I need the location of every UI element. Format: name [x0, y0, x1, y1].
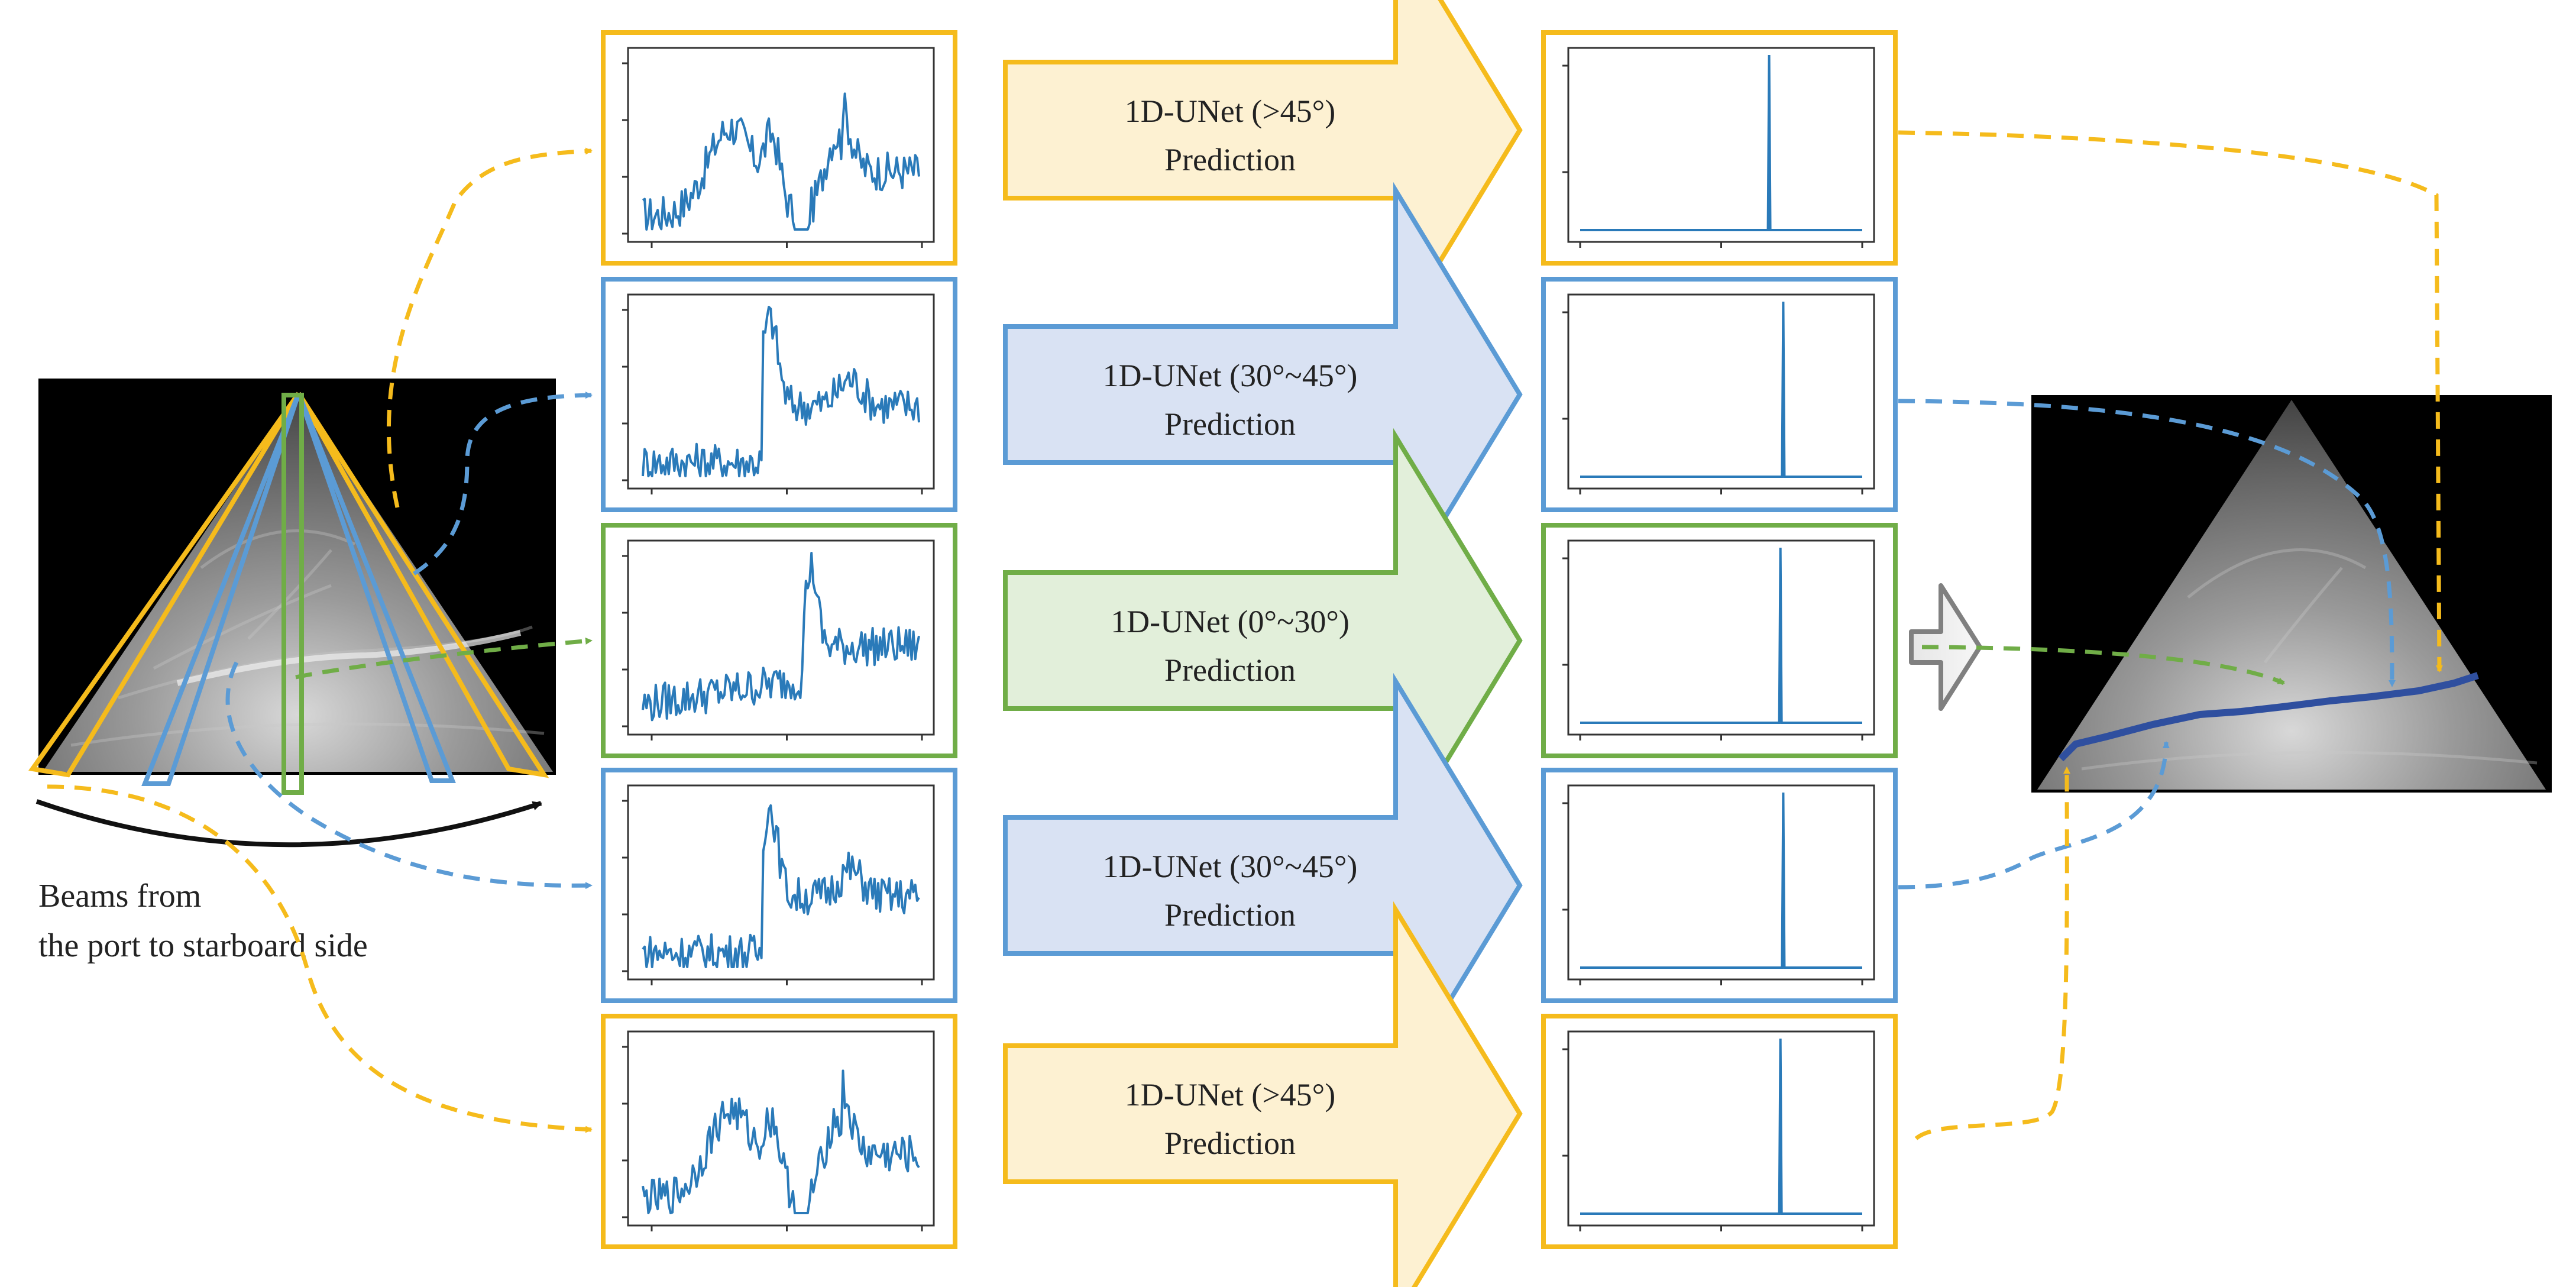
prediction-label: Prediction	[1164, 897, 1296, 933]
input-sonar-image	[28, 379, 556, 848]
input-sonar-fan	[43, 393, 553, 772]
input-plot-axes	[627, 1030, 935, 1227]
output-prediction-line	[1580, 301, 1862, 478]
caption-line-1: Beams from	[38, 878, 201, 914]
prediction-label: Prediction	[1164, 1126, 1296, 1161]
input-signal-line	[642, 1069, 920, 1214]
output-plot-frame	[1541, 1014, 1898, 1249]
model-arrow-mid	[1003, 182, 1523, 607]
connector-port-30-45-in	[413, 392, 593, 575]
input-plot-axes	[627, 293, 935, 490]
beam-outline-port-30-45	[141, 392, 301, 786]
input-signal-line	[642, 92, 920, 231]
model-arrow-gt45	[1003, 901, 1523, 1287]
output-plot-frame	[1541, 768, 1898, 1003]
model-label: 1D-UNet (0°~30°)	[1111, 604, 1350, 639]
output-plot-frame	[1541, 523, 1898, 758]
row-r4: 1D-UNet (30°~45°) Prediction	[601, 672, 1898, 1098]
output-prediction-line	[1580, 792, 1862, 969]
model-label: 1D-UNet (>45°)	[1125, 1077, 1335, 1113]
model-label: 1D-UNet (30°~45°)	[1103, 849, 1358, 884]
output-sonar-texture	[2081, 548, 2538, 771]
prediction-label: Prediction	[1164, 652, 1296, 688]
caption-line-2: the port to starboard side	[38, 927, 368, 964]
input-plot-axes	[627, 784, 935, 981]
connector-center-out	[1921, 645, 2285, 685]
connector-gt45-out-bottom	[1914, 767, 2071, 1140]
row-r1: 1D-UNet (>45°) Prediction	[601, 0, 1898, 343]
input-plot-frame	[601, 523, 957, 758]
detected-seabed-line	[2058, 672, 2479, 762]
row-r2: 1D-UNet (30°~45°) Prediction	[601, 182, 1898, 607]
port-to-starboard-arrow	[35, 799, 542, 848]
beam-outline-starboard-30-45	[296, 392, 456, 783]
input-plot-axes	[627, 47, 935, 243]
model-label: 1D-UNet (30°~45°)	[1103, 358, 1358, 393]
beam-outline-starboard-gt45	[296, 392, 549, 778]
output-gray-arrow	[1909, 583, 1982, 711]
row-r5: 1D-UNet (>45°) Prediction	[601, 901, 1898, 1287]
prediction-label: Prediction	[1164, 406, 1296, 442]
input-plot-frame	[601, 1014, 957, 1249]
connector-30-45-out-bottom	[1898, 741, 2170, 890]
connector-gt45-out-top	[1898, 130, 2443, 672]
connector-30-45-out-top	[1898, 399, 2396, 687]
output-plot-frame	[1541, 30, 1898, 266]
prediction-label: Prediction	[1164, 142, 1296, 177]
model-label: 1D-UNet (>45°)	[1125, 93, 1335, 129]
model-arrow-center	[1003, 428, 1523, 853]
input-seabed-echo	[176, 630, 522, 686]
connector-starboard-30-45-in	[225, 661, 593, 890]
input-signal-line	[642, 804, 920, 968]
beam-outline-port-gt45	[28, 392, 301, 778]
output-prediction-line	[1580, 547, 1862, 724]
model-arrow-gt45	[1003, 0, 1523, 343]
input-signal-line	[642, 552, 920, 722]
connector-starboard-gt45-in	[47, 784, 593, 1133]
model-arrow-mid	[1003, 672, 1523, 1098]
connectors	[47, 130, 2443, 1140]
output-sonar-image	[2031, 395, 2552, 793]
output-plot-frame	[1541, 277, 1898, 512]
row-r3: 1D-UNet (0°~30°) Prediction	[601, 428, 1898, 853]
connector-center-in	[295, 637, 593, 680]
output-prediction-line	[1580, 1038, 1862, 1215]
input-plot-axes	[627, 539, 935, 736]
input-plot-frame	[601, 768, 957, 1003]
input-signal-line	[642, 306, 920, 477]
beam-outline-center-0-30	[281, 393, 304, 795]
output-prediction-line	[1580, 54, 1862, 231]
